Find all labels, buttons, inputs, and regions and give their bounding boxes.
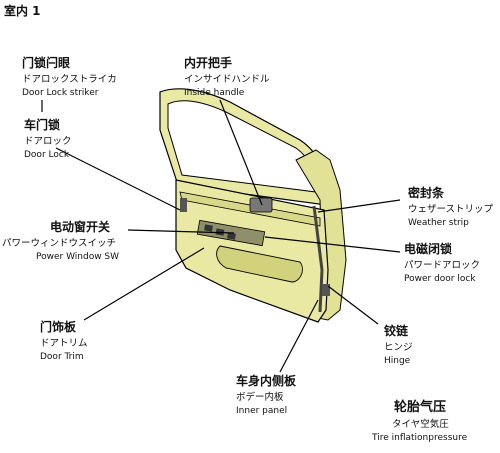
armrest <box>216 245 303 283</box>
label-ja: タイヤ空気圧 <box>392 419 449 431</box>
label-zh: 铰链 <box>384 324 409 338</box>
label-en: Inside handle <box>184 87 245 98</box>
label-zh: 门饰板 <box>40 320 77 334</box>
label-en: Power door lock <box>404 273 476 284</box>
label-inner-panel: 车身内侧板 ボデー内板 Inner panel <box>236 374 296 417</box>
label-en: Inner panel <box>236 405 288 416</box>
label-ja: パワードアロック <box>404 260 481 271</box>
label-power-door-lock: 电磁闭锁 パワードアロック Power door lock <box>404 242 480 285</box>
label-tire-pressure: 轮胎气压 タイヤ空気圧 Tire inflationpressure <box>372 400 467 444</box>
door-lock-shape <box>180 198 187 212</box>
label-ja: パワーウィンドウスイッチ <box>2 238 117 249</box>
label-door-trim: 门饰板 ドアトリム Door Trim <box>40 320 88 363</box>
label-en: Weather strip <box>408 217 469 228</box>
weather-strip-shape <box>312 205 324 313</box>
label-ja: インサイドハンドル <box>184 74 270 85</box>
label-ja: ドアロック <box>24 136 72 147</box>
label-en: Door Lock striker <box>22 87 99 98</box>
hinge-shape <box>322 284 330 296</box>
label-zh: 车门锁 <box>24 118 61 132</box>
label-ja: ドアトリム <box>40 338 88 349</box>
label-zh: 密封条 <box>408 186 445 200</box>
label-en: Door Trim <box>40 351 84 362</box>
label-en: Power Window SW <box>36 251 120 262</box>
label-en: Tire inflationpressure <box>372 433 468 444</box>
label-zh: 轮胎气压 <box>394 400 447 415</box>
label-zh: 内开把手 <box>184 56 233 70</box>
label-ja: ヒンジ <box>384 342 413 353</box>
label-power-window-sw: 电动窗开关 パワーウィンドウスイッチ Power Window SW <box>2 220 120 263</box>
label-zh: 车身内侧板 <box>236 374 297 388</box>
label-en: Hinge <box>384 355 411 366</box>
inside-handle-shape <box>249 197 273 213</box>
page-title: 室内 1 <box>4 4 41 18</box>
label-door-lock: 车门锁 ドアロック Door Lock <box>24 118 72 161</box>
label-ja: ウェザーストリップ <box>408 204 494 215</box>
label-zh: 电磁闭锁 <box>404 242 453 256</box>
label-ja: ドアロックストライカ <box>22 74 117 85</box>
label-hinge: 铰链 ヒンジ Hinge <box>384 324 413 367</box>
label-en: Door Lock <box>24 149 70 160</box>
label-door-lock-striker: 门锁闩眼 ドアロックストライカ Door Lock striker <box>22 56 117 99</box>
label-weather-strip: 密封条 ウェザーストリップ Weather strip <box>408 186 493 229</box>
label-inside-handle: 内开把手 インサイドハンドル Inside handle <box>184 56 270 99</box>
label-zh: 电动窗开关 <box>50 220 111 234</box>
label-zh: 门锁闩眼 <box>22 56 71 70</box>
label-ja: ボデー内板 <box>236 392 284 403</box>
